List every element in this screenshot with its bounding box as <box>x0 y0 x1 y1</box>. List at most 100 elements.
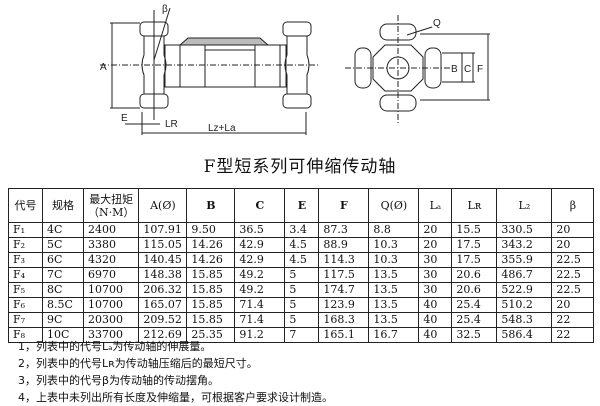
table-cell: 15.85 <box>186 267 236 283</box>
column-header: A(Ø) <box>138 188 188 223</box>
table-cell: 115.05 <box>138 237 188 253</box>
beta-label: β <box>162 4 168 15</box>
table-cell: 20 <box>551 237 595 253</box>
table-cell: 8.8 <box>368 222 420 238</box>
table-cell: 209.52 <box>138 312 188 328</box>
column-header: β <box>551 188 595 223</box>
notes: 1，列表中的代号Lₐ为传动轴的伸展量。 2，列表中的代号Lʀ为传动轴压缩后的最短… <box>18 338 333 406</box>
table-cell: 10700 <box>82 297 140 313</box>
c-label: C <box>464 64 471 75</box>
table-cell: 7C <box>42 267 84 283</box>
table-cell: 20 <box>551 222 595 238</box>
table-cell: 5 <box>284 312 320 328</box>
table-cell: 5 <box>284 267 320 283</box>
column-header: 规格 <box>42 188 84 223</box>
table-cell: 40 <box>418 327 453 343</box>
table-cell: 30 <box>418 252 453 268</box>
table-cell: 42.9 <box>234 252 286 268</box>
table-cell: 32.5 <box>451 327 498 343</box>
table-cell: 17.5 <box>451 237 498 253</box>
table-cell: 15.85 <box>186 297 236 313</box>
table-cell: 114.3 <box>318 252 370 268</box>
table-cell: 15.5 <box>451 222 498 238</box>
table-cell: 7 <box>284 327 320 343</box>
table-cell: F₆ <box>8 297 43 313</box>
table-cell: 9.50 <box>186 222 236 238</box>
table-cell: 6970 <box>82 267 140 283</box>
column-header: 最大扭矩 （N·M） <box>82 188 140 223</box>
table-cell: 30 <box>418 282 453 298</box>
table-cell: 13.5 <box>368 297 420 313</box>
table-cell: 586.4 <box>496 327 553 343</box>
b-label: B <box>451 64 458 75</box>
table-cell: 6C <box>42 252 84 268</box>
table-cell: 15.85 <box>186 312 236 328</box>
page-title: F型短系列可伸缩传动轴 <box>203 157 397 177</box>
table-cell: F₇ <box>8 312 43 328</box>
table-cell: 33700 <box>82 327 140 343</box>
table-cell: 8.5C <box>42 297 84 313</box>
table-cell: 22.5 <box>551 252 595 268</box>
table-cell: 4.5 <box>284 237 320 253</box>
column-header: Lʀ <box>451 188 498 223</box>
q-label: Q <box>433 18 441 29</box>
table-cell: 4.5 <box>284 252 320 268</box>
e-label: E <box>121 113 128 124</box>
table-cell: 20 <box>418 222 453 238</box>
end-view: Q B C F <box>345 15 490 125</box>
table-cell: 10.3 <box>368 237 420 253</box>
table-cell: 22 <box>551 327 595 343</box>
table-cell: 3.4 <box>284 222 320 238</box>
table-cell: 13.5 <box>368 312 420 328</box>
table-cell: 36.5 <box>234 222 286 238</box>
note-item: 4，上表中未列出所有长度及伸缩量，可根据客户要求设计制造。 <box>18 391 333 404</box>
table-cell: 5 <box>284 282 320 298</box>
table-cell: 16.7 <box>368 327 420 343</box>
table-cell: 15.85 <box>186 282 236 298</box>
table-cell: 20.6 <box>451 282 498 298</box>
table-cell: 206.32 <box>138 282 188 298</box>
table-cell: 20 <box>551 297 595 313</box>
table-cell: 40 <box>418 297 453 313</box>
column-header: F <box>318 188 370 223</box>
column-header: B <box>186 188 236 223</box>
table-cell: 548.3 <box>496 312 553 328</box>
table-cell: 140.45 <box>138 252 188 268</box>
table-cell: 168.3 <box>318 312 370 328</box>
table-cell: 123.9 <box>318 297 370 313</box>
f-label: F <box>477 64 483 75</box>
table-cell: 522.9 <box>496 282 553 298</box>
table-cell: 355.9 <box>496 252 553 268</box>
table-cell: 10700 <box>82 282 140 298</box>
table-cell: 3380 <box>82 237 140 253</box>
table-cell: 165.07 <box>138 297 188 313</box>
table-cell: F₅ <box>8 282 43 298</box>
table-cell: F₂ <box>8 237 43 253</box>
table-cell: 17.5 <box>451 252 498 268</box>
table-cell: 25.4 <box>451 297 498 313</box>
table-cell: 22 <box>551 312 595 328</box>
table-cell: F₈ <box>8 327 43 343</box>
table-cell: F₄ <box>8 267 43 283</box>
table-cell: 13.5 <box>368 267 420 283</box>
table-cell: 5C <box>42 237 84 253</box>
table-cell: 10.3 <box>368 252 420 268</box>
table-cell: 343.2 <box>496 237 553 253</box>
table-cell: 49.2 <box>234 282 286 298</box>
table-cell: 9C <box>42 312 84 328</box>
table-cell: 22.5 <box>551 282 595 298</box>
table-cell: 87.3 <box>318 222 370 238</box>
table-cell: 49.2 <box>234 267 286 283</box>
side-view: β A E LR Lz+La <box>100 4 320 135</box>
table-cell: 510.2 <box>496 297 553 313</box>
table-cell: 10C <box>42 327 84 343</box>
table-cell: 8C <box>42 282 84 298</box>
